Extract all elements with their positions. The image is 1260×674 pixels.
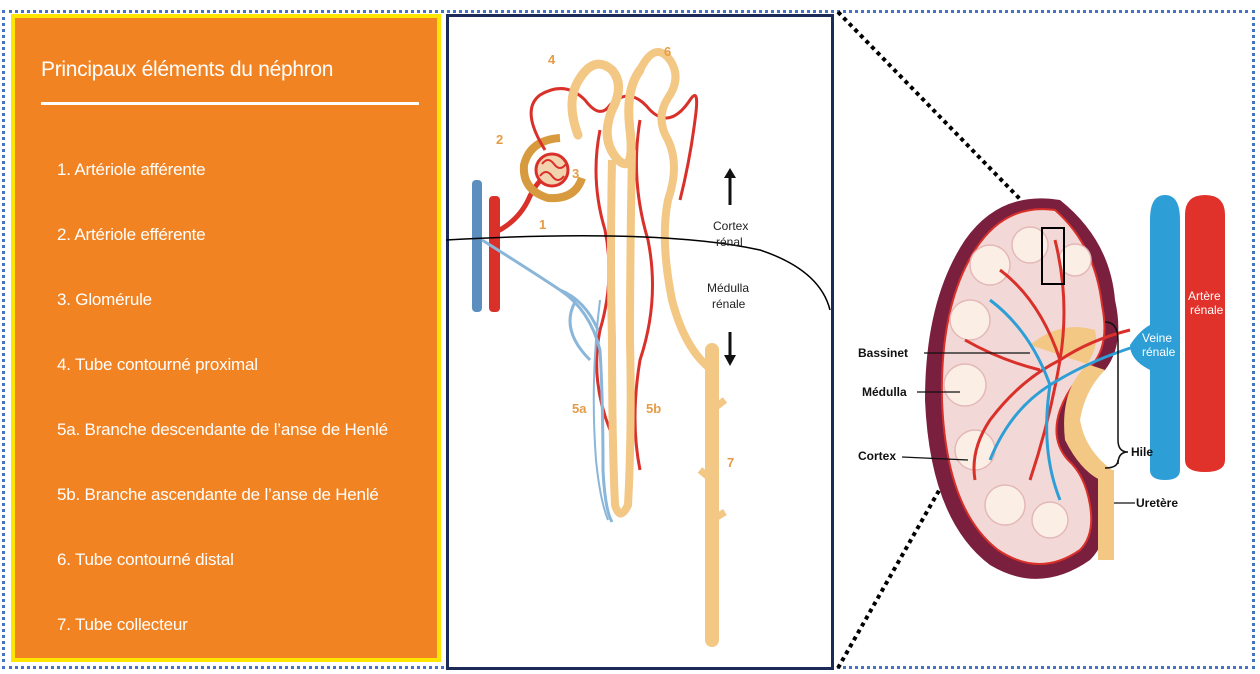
num-2: 2 (496, 132, 503, 147)
zoom-line-top (838, 12, 1052, 232)
glomerulus (536, 154, 568, 186)
label-artere-2: rénale (1190, 303, 1224, 317)
vein-vessel (472, 180, 482, 312)
label-veine-2: rénale (1142, 345, 1176, 359)
num-5b: 5b (646, 401, 661, 416)
num-1: 1 (539, 217, 546, 232)
nephron-illustration: 2 3 1 4 6 5a 5b 7 Cortex rénal Médulla r… (446, 44, 830, 640)
label-bassinet: Bassinet (858, 346, 908, 360)
proximal-tubule (572, 64, 640, 164)
num-6: 6 (664, 44, 671, 59)
loop-of-henle (611, 150, 632, 514)
label-medulla: Médulla (862, 385, 907, 399)
renal-artery (1185, 195, 1225, 472)
ureter (1098, 470, 1114, 560)
afferent-arteriole (496, 178, 545, 232)
num-4: 4 (548, 52, 556, 67)
num-7: 7 (727, 455, 734, 470)
cortex-medulla-boundary (446, 236, 830, 310)
label-uretere: Uretère (1136, 496, 1178, 510)
cortex-renal-label-2: rénal (716, 235, 743, 249)
vasa-recta (482, 240, 612, 522)
artery-vessel (489, 196, 500, 312)
num-3: 3 (572, 166, 579, 181)
num-5a: 5a (572, 401, 587, 416)
medulla-renale-label-1: Médulla (707, 281, 749, 295)
label-cortex: Cortex (858, 449, 896, 463)
cortex-renal-label-1: Cortex (713, 219, 748, 233)
kidney-illustration: Bassinet Médulla Cortex Hile Uretère Art… (858, 195, 1225, 579)
label-veine-1: Veine (1142, 331, 1172, 345)
medulla-renale-label-2: rénale (712, 297, 746, 311)
label-artere-1: Artère (1188, 289, 1221, 303)
label-hile: Hile (1131, 445, 1153, 459)
